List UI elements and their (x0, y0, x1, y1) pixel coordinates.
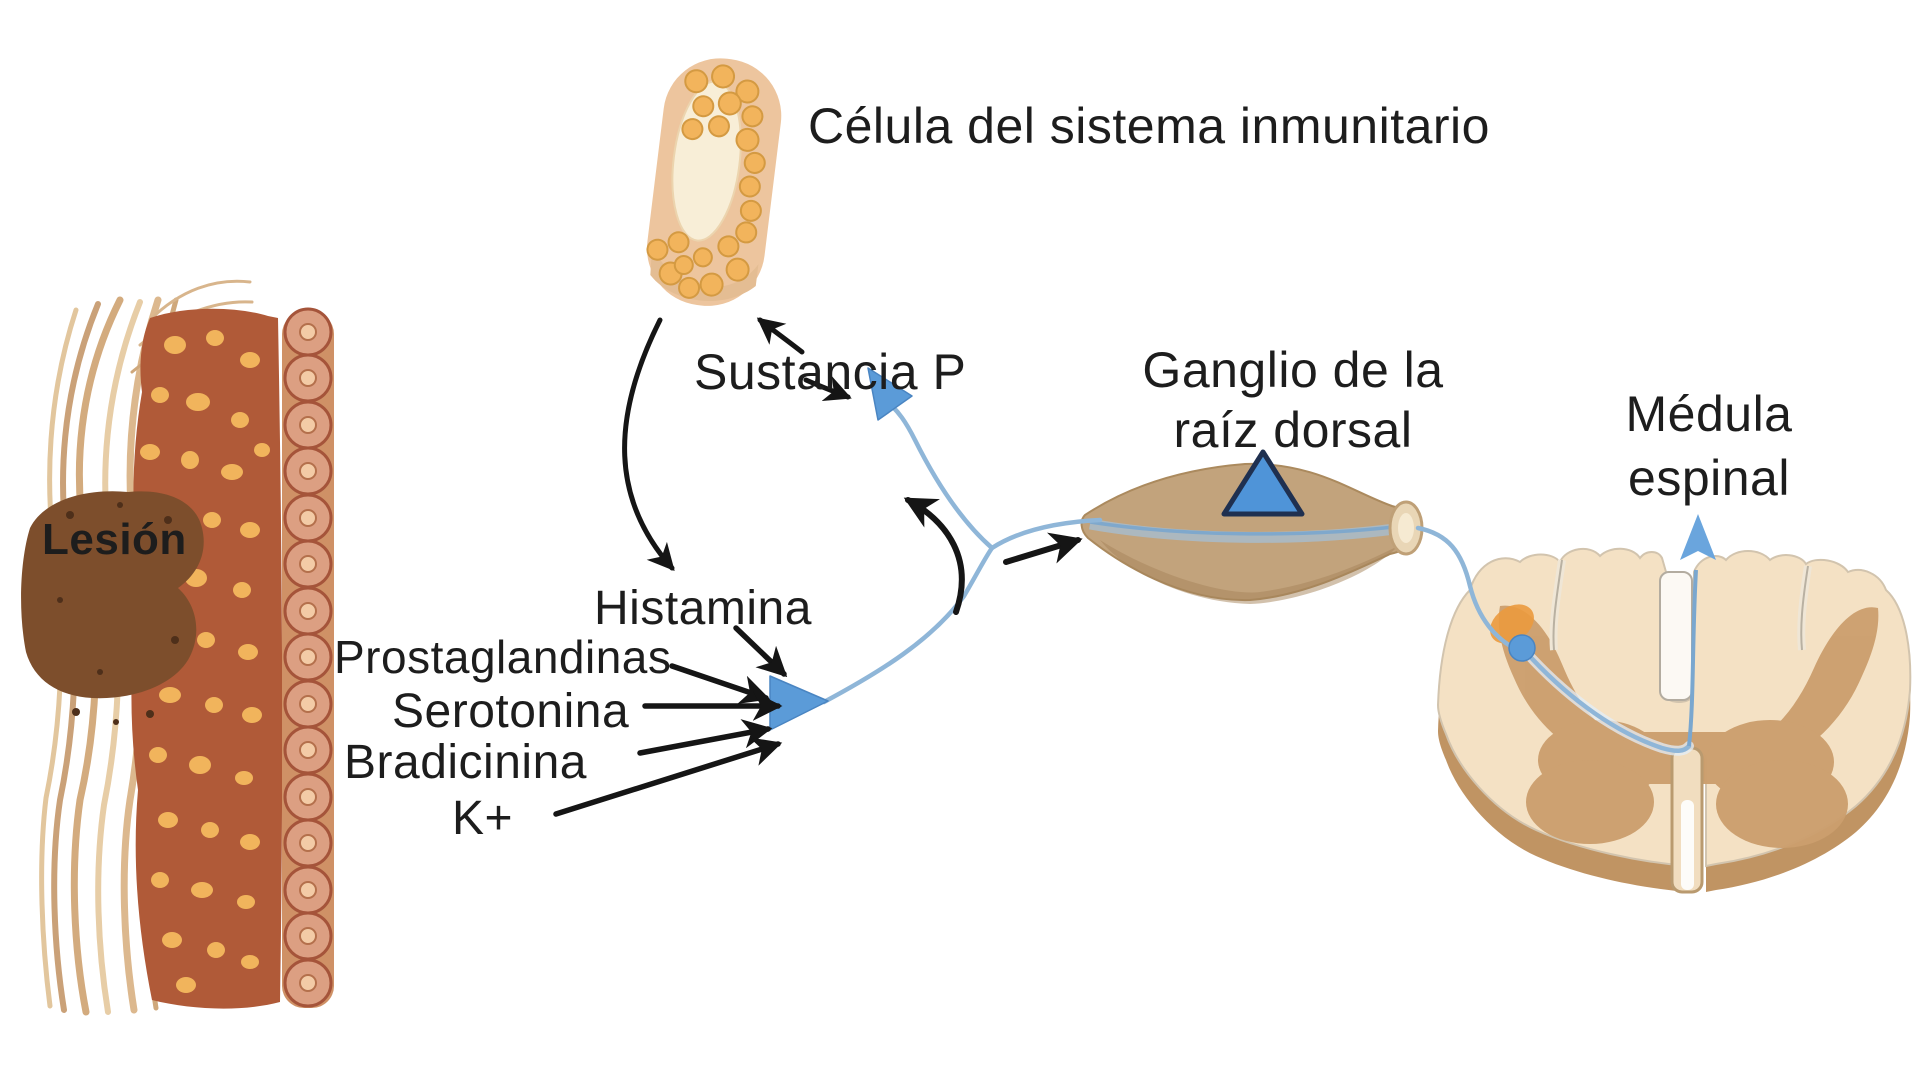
signal-arrows (553, 317, 1083, 817)
label-lesion: Lesión (42, 515, 187, 564)
spinal-cord-section (1436, 547, 1912, 894)
label-immune-cell: Célula del sistema inmunitario (808, 98, 1490, 154)
bradykinin-arrow (637, 719, 773, 756)
potassium-arrow (553, 737, 783, 817)
label-substance-p: Sustancia P (694, 344, 967, 400)
branch-up-signal-arrow (903, 497, 965, 615)
substance-p-to-terminal-arrow (803, 375, 852, 402)
immune-cell-granules (646, 64, 766, 299)
immune-cell (646, 58, 782, 306)
to-ganglion-signal-arrow (1003, 532, 1083, 565)
label-bradykinin: Bradicinina (344, 736, 587, 789)
ganglion-neuron-triangle (1221, 449, 1305, 517)
histamine-arrow (733, 625, 788, 678)
prostaglandins-arrow (669, 663, 771, 704)
spinal-synapse (1508, 634, 1536, 662)
dorsal-horn-entry-patch (1490, 604, 1534, 644)
posterior-median-sulcus (1659, 571, 1693, 701)
label-histamine: Histamina (594, 582, 812, 635)
anterior-median-fissure (1670, 746, 1704, 894)
ascending-signal-arrow (1680, 514, 1716, 560)
injured-skin-tissue (21, 279, 334, 1016)
label-prostaglandins: Prostaglandinas (334, 631, 672, 683)
substance-p-to-cell-arrow (756, 317, 805, 355)
cell-to-histamine-arrow (622, 317, 675, 572)
label-dorsal-root-ganglion: Ganglio de la raíz dorsal (1142, 342, 1444, 458)
substance-p-terminal (867, 367, 913, 421)
label-serotonin: Serotonina (392, 685, 630, 738)
epidermis-cell-column (282, 307, 334, 1008)
nerve-fiber (769, 367, 1716, 756)
dorsal-root-ganglion (1080, 449, 1424, 604)
label-spinal-cord: Médula espinal (1625, 386, 1793, 506)
label-potassium: K+ (452, 792, 514, 845)
lesion-patch (21, 491, 204, 725)
nociceptor-terminal (769, 675, 829, 731)
